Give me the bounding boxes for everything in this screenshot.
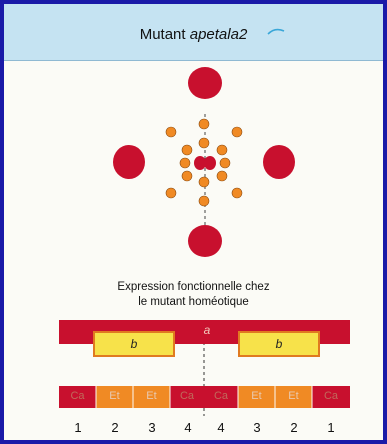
whorl-number: 4 [211,420,231,435]
orange-dot [220,158,230,168]
orange-dot [199,119,209,129]
whorl-number: 3 [142,420,162,435]
orange-dot [166,188,176,198]
red-ellipse-top [188,67,222,99]
orange-dot [232,188,242,198]
orange-dot [166,127,176,137]
orange-dot [217,171,227,181]
segment-label: Et [96,390,133,402]
orange-dot [199,138,209,148]
caption-line-2: le mutant homéotique [4,295,383,310]
red-center-right [204,156,216,170]
orange-dot [217,145,227,155]
diagram-frame: Mutant apetala2 [4,4,383,440]
segment-label: Ca [204,390,238,402]
orange-dot [199,196,209,206]
orange-dot [232,127,242,137]
whorl-number: 4 [178,420,198,435]
whorl-number: 2 [284,420,304,435]
whorl-number: 2 [105,420,125,435]
red-ellipse-left [113,145,145,179]
segment-label: Et [275,390,312,402]
caption-line-1: Expression fonctionnelle chez [4,280,383,295]
segment-label: Ca [312,390,350,402]
red-ellipse-bottom [188,225,222,257]
bar-b-right-label: b [239,337,319,351]
whorl-number: 1 [68,420,88,435]
segment-label: Ca [59,390,96,402]
flower-diagram [4,4,383,440]
segment-label: Et [238,390,275,402]
bar-a-label: a [200,323,214,337]
orange-dot [199,177,209,187]
whorl-number: 3 [247,420,267,435]
orange-dot [182,145,192,155]
red-ellipse-right [263,145,295,179]
segment-label: Ca [170,390,204,402]
whorl-number: 1 [321,420,341,435]
bar-b-left-label: b [94,337,174,351]
orange-dot [182,171,192,181]
orange-dot [180,158,190,168]
segment-label: Et [133,390,170,402]
